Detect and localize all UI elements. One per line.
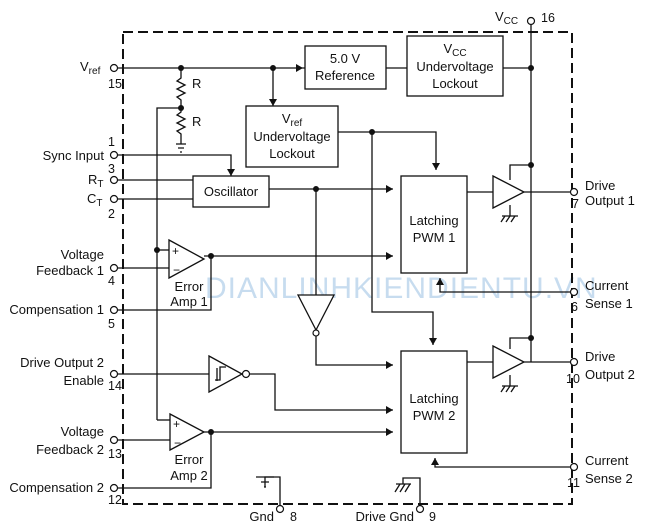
oscillator-label: Oscillator <box>204 184 259 199</box>
svg-text:Voltage: Voltage <box>61 424 104 439</box>
pin-drive-output-1: Drive Output 1 7 <box>572 178 635 211</box>
amp1-minus: − <box>173 263 180 277</box>
svg-text:9: 9 <box>429 510 436 524</box>
svg-text:2: 2 <box>108 207 115 221</box>
svg-text:Sync Input: Sync Input <box>43 148 105 163</box>
svg-text:Drive Output 2: Drive Output 2 <box>20 355 104 370</box>
watermark: DIANLINHKIENDIENTU.VN <box>205 272 598 305</box>
vcc-uvlo-label-1: Undervoltage <box>416 59 493 74</box>
svg-text:10: 10 <box>566 372 580 386</box>
svg-text:8: 8 <box>290 510 297 524</box>
svg-text:4: 4 <box>108 274 115 288</box>
svg-text:Enable: Enable <box>64 373 104 388</box>
svg-text:Sense 1: Sense 1 <box>585 296 633 311</box>
pin-rt: 3 RT <box>88 162 115 190</box>
clock-inverter <box>296 294 336 337</box>
pin-gnd: Gnd 8 <box>249 509 297 524</box>
pin-drive-gnd: Drive Gnd 9 <box>355 509 436 524</box>
svg-text:15: 15 <box>108 77 122 91</box>
svg-text:Current: Current <box>585 278 629 293</box>
pwm2-label-2: PWM 2 <box>413 408 456 423</box>
svg-text:6: 6 <box>571 300 578 314</box>
vcc-uvlo-label-2: Lockout <box>432 76 478 91</box>
svg-text:CT: CT <box>87 191 103 209</box>
error-amp-1-label-2: Amp 1 <box>170 294 208 309</box>
error-amp-1-label-1: Error <box>175 279 205 294</box>
vref-uvlo-label-1: Undervoltage <box>253 129 330 144</box>
svg-text:RT: RT <box>88 172 104 190</box>
oscillator-block: Oscillator <box>192 175 270 208</box>
pwm2-label-1: Latching <box>409 391 458 406</box>
error-amp-2: + − Error Amp 2 <box>169 412 208 483</box>
svg-text:Feedback 1: Feedback 1 <box>36 263 104 278</box>
amp1-plus: + <box>172 244 179 258</box>
resistor-label-top: R <box>192 76 201 91</box>
svg-text:1: 1 <box>108 135 115 149</box>
error-amp-2-label-1: Error <box>175 452 205 467</box>
reference-label-1: 5.0 V <box>330 51 361 66</box>
pin-vref: Vref 15 <box>80 59 122 91</box>
vref-uvlo-block: Vref Undervoltage Lockout <box>245 105 339 168</box>
svg-text:Drive: Drive <box>585 349 615 364</box>
pin-sync-input: 1 Sync Input <box>43 135 115 163</box>
svg-text:Feedback 2: Feedback 2 <box>36 442 104 457</box>
error-amp-2-label-2: Amp 2 <box>170 468 208 483</box>
pin-current-sense-1: Current Sense 1 6 <box>571 278 633 314</box>
svg-text:Gnd: Gnd <box>249 509 274 524</box>
pwm1-label-2: PWM 1 <box>413 230 456 245</box>
svg-text:11: 11 <box>567 476 580 490</box>
reference-label-2: Reference <box>315 68 375 83</box>
svg-text:Compensation 2: Compensation 2 <box>9 480 104 495</box>
reference-block: 5.0 V Reference <box>304 45 387 90</box>
pin-vcc: VCC 16 <box>495 9 555 27</box>
svg-text:12: 12 <box>108 493 122 507</box>
enable-schmitt-inverter <box>208 354 251 394</box>
pin-compensation-2: Compensation 2 12 <box>9 480 122 507</box>
svg-text:16: 16 <box>541 11 555 25</box>
svg-text:5: 5 <box>108 317 115 331</box>
svg-text:Voltage: Voltage <box>61 247 104 262</box>
pin-circles <box>109 16 579 514</box>
svg-text:Compensation 1: Compensation 1 <box>9 302 104 317</box>
svg-text:VCC: VCC <box>495 9 518 27</box>
vref-uvlo-label-2: Lockout <box>269 146 315 161</box>
svg-text:3: 3 <box>108 162 115 176</box>
junctions <box>154 65 534 435</box>
pin-voltage-feedback-1: Voltage Feedback 1 4 <box>36 247 115 288</box>
pin-ct: CT 2 <box>87 191 115 221</box>
svg-text:Sense 2: Sense 2 <box>585 471 633 486</box>
svg-text:Drive Gnd: Drive Gnd <box>355 509 414 524</box>
arrowheads <box>227 64 444 465</box>
svg-text:7: 7 <box>572 197 579 211</box>
svg-text:Output 2: Output 2 <box>585 367 635 382</box>
pin-current-sense-2: Current Sense 2 11 <box>567 453 633 490</box>
resistor-label-bottom: R <box>192 114 201 129</box>
svg-text:14: 14 <box>108 379 122 393</box>
amp2-plus: + <box>173 417 180 431</box>
pin-voltage-feedback-2: Voltage Feedback 2 13 <box>36 424 122 461</box>
output-driver-1 <box>492 174 526 210</box>
svg-text:Vref: Vref <box>80 59 101 77</box>
pwm2-block: Latching PWM 2 <box>400 350 468 454</box>
svg-text:Output 1: Output 1 <box>585 193 635 208</box>
pin-compensation-1: Compensation 1 5 <box>9 302 115 331</box>
svg-text:VCC: VCC <box>443 41 466 59</box>
pwm1-block: Latching PWM 1 <box>400 175 468 274</box>
svg-text:Current: Current <box>585 453 629 468</box>
output-driver-2 <box>492 344 526 380</box>
error-amp-1: + − Error Amp 1 <box>168 238 208 309</box>
svg-text:13: 13 <box>108 447 122 461</box>
svg-text:Drive: Drive <box>585 178 615 193</box>
pwm1-label-1: Latching <box>409 213 458 228</box>
vcc-uvlo-block: VCC Undervoltage Lockout <box>406 35 504 97</box>
pin-drive-output-2: Drive Output 2 10 <box>566 349 635 386</box>
amp2-minus: − <box>174 436 181 450</box>
svg-text:Vref: Vref <box>282 111 303 129</box>
pin-drive-output-2-enable: Drive Output 2 Enable 14 <box>20 355 122 393</box>
